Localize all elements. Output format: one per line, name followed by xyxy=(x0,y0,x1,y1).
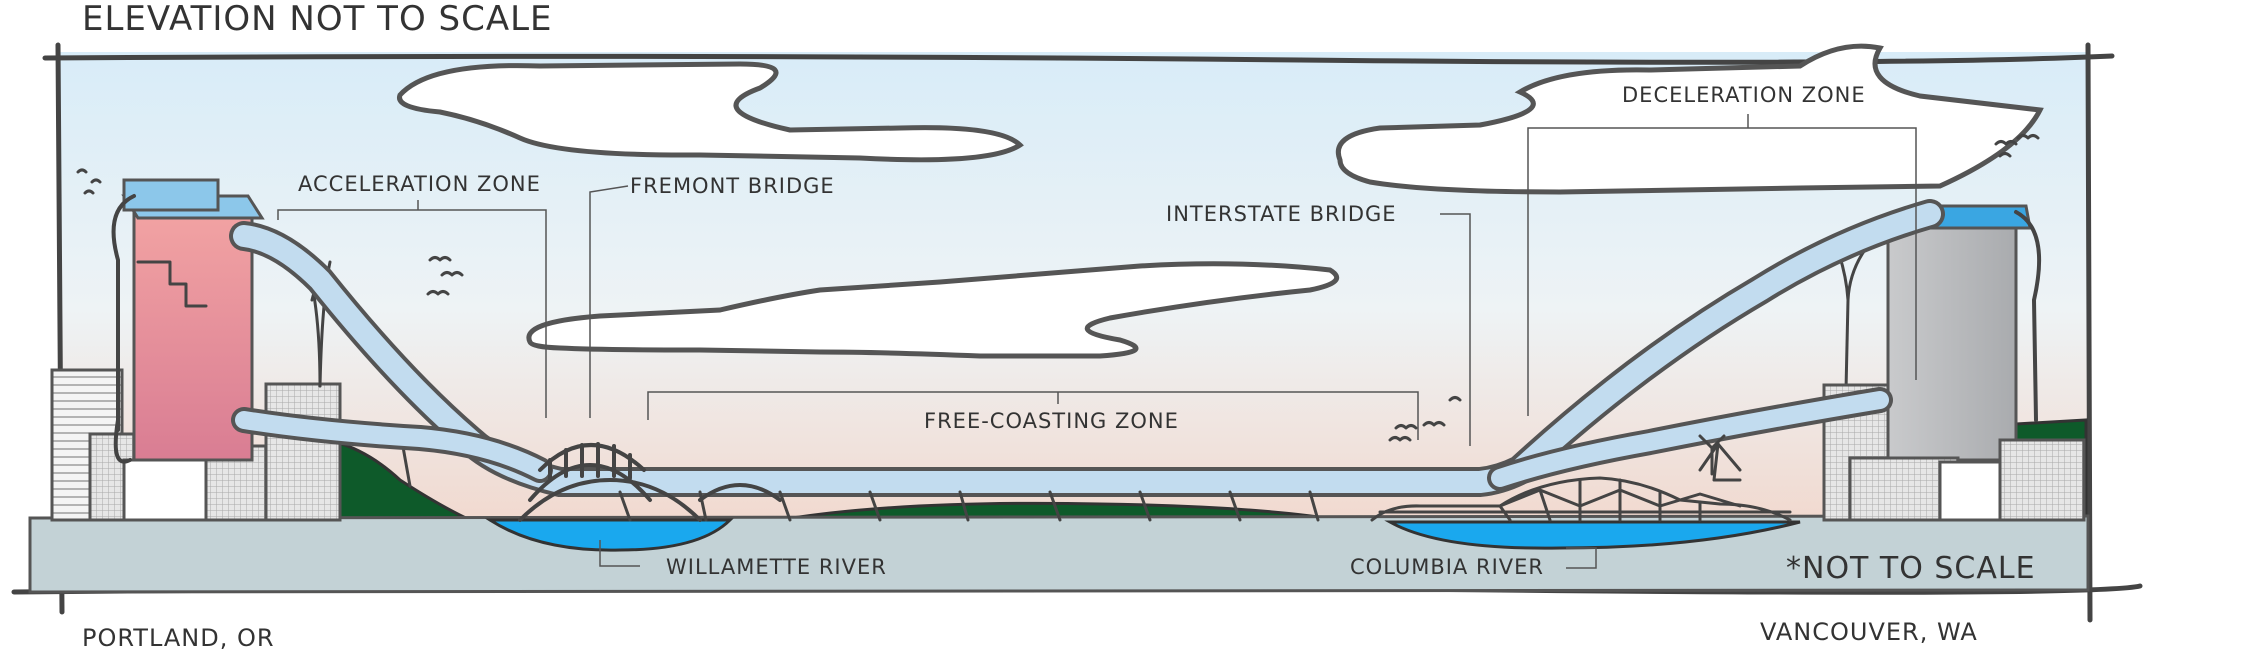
label-fremont-bridge: FREMONT BRIDGE xyxy=(630,174,835,198)
label-portland: PORTLAND, OR xyxy=(82,624,275,652)
label-interstate-bridge: INTERSTATE BRIDGE xyxy=(1166,202,1397,226)
label-acceleration-zone: ACCELERATION ZONE xyxy=(298,172,541,196)
birds xyxy=(76,134,2040,442)
annotation-leaders xyxy=(277,114,1917,569)
label-columbia-river: COLUMBIA RIVER xyxy=(1350,555,1544,579)
interstate-bridge xyxy=(1370,476,1792,522)
page-title: ELEVATION NOT TO SCALE xyxy=(82,0,553,39)
label-willamette-river: WILLAMETTE RIVER xyxy=(666,555,887,579)
label-not-to-scale: *NOT TO SCALE xyxy=(1786,551,2036,586)
willamette-river xyxy=(484,518,734,552)
support-pylons xyxy=(302,228,1884,488)
fremont-bridge xyxy=(518,442,782,522)
label-deceleration-zone: DECELERATION ZONE xyxy=(1622,83,1866,107)
label-vancouver: VANCOUVER, WA xyxy=(1760,618,1978,646)
portland-launch-tower xyxy=(111,178,265,464)
clouds xyxy=(397,43,2044,359)
trees xyxy=(1698,434,1726,476)
hyperloop-tube xyxy=(229,199,1945,522)
label-free-coasting-zone: FREE-COASTING ZONE xyxy=(924,409,1179,433)
